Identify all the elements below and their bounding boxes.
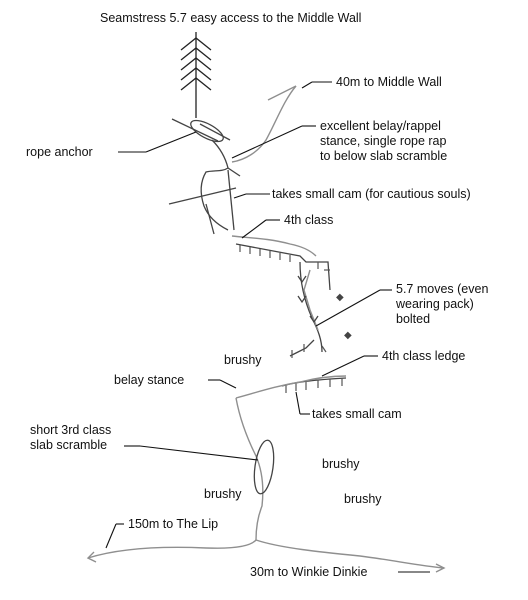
label-slab-scramble-1: short 3rd class — [30, 423, 111, 437]
rock-line-left — [168, 187, 237, 205]
rock-line-small — [227, 167, 241, 177]
rock-line-diag — [205, 203, 215, 235]
rope-anchor-symbol — [171, 118, 231, 143]
cliff-edge-upper — [235, 243, 331, 291]
label-30m-winkie-dinkie: 30m to Winkie Dinkie — [250, 565, 367, 579]
label-brushy-right-upper: brushy — [322, 457, 360, 471]
label-slab-scramble-2: slab scramble — [30, 438, 107, 452]
rock-line-vertical — [227, 169, 235, 231]
label-rope-anchor: rope anchor — [26, 145, 93, 159]
label-5-7-moves-3: bolted — [396, 312, 430, 326]
route-upper-hash — [267, 85, 297, 101]
route-main-lower — [235, 375, 347, 399]
bolted-pitch: ◆ ◆ — [289, 261, 352, 358]
label-takes-small-cam: takes small cam — [312, 407, 402, 421]
route-descent — [235, 397, 264, 541]
label-4th-class-ledge: 4th class ledge — [382, 349, 465, 363]
arrow-left — [86, 551, 97, 563]
slab-scramble-symbol — [253, 439, 275, 495]
label-150m-the-lip: 150m to The Lip — [128, 517, 218, 531]
label-belay-rappel-2: stance, single rope rap — [320, 134, 447, 148]
route-fourth-class — [231, 235, 317, 257]
svg-text:◆: ◆ — [344, 330, 352, 341]
tree-icon — [180, 32, 212, 118]
label-brushy-left: brushy — [204, 487, 242, 501]
svg-text:◆: ◆ — [336, 292, 344, 303]
leader-lines — [105, 81, 430, 573]
fourth-class-ledge — [281, 377, 347, 393]
label-belay-rappel-3: to below slab scramble — [320, 149, 447, 163]
arrow-right — [435, 563, 446, 573]
label-5-7-moves-2: wearing pack) — [395, 297, 474, 311]
belay-stance-rocks — [200, 139, 229, 231]
trail-bottom — [87, 539, 445, 569]
label-4th-class: 4th class — [284, 213, 333, 227]
label-5-7-moves-1: 5.7 moves (even — [396, 282, 488, 296]
label-belay-stance: belay stance — [114, 373, 184, 387]
label-brushy-upper: brushy — [224, 353, 262, 367]
label-small-cam-cautious: takes small cam (for cautious souls) — [272, 187, 471, 201]
route-to-middle-wall — [231, 85, 297, 163]
diagram-title: Seamstress 5.7 easy access to the Middle… — [100, 11, 361, 25]
label-brushy-right-lower: brushy — [344, 492, 382, 506]
label-40m-middle-wall: 40m to Middle Wall — [336, 75, 442, 89]
label-belay-rappel-1: excellent belay/rappel — [320, 119, 441, 133]
